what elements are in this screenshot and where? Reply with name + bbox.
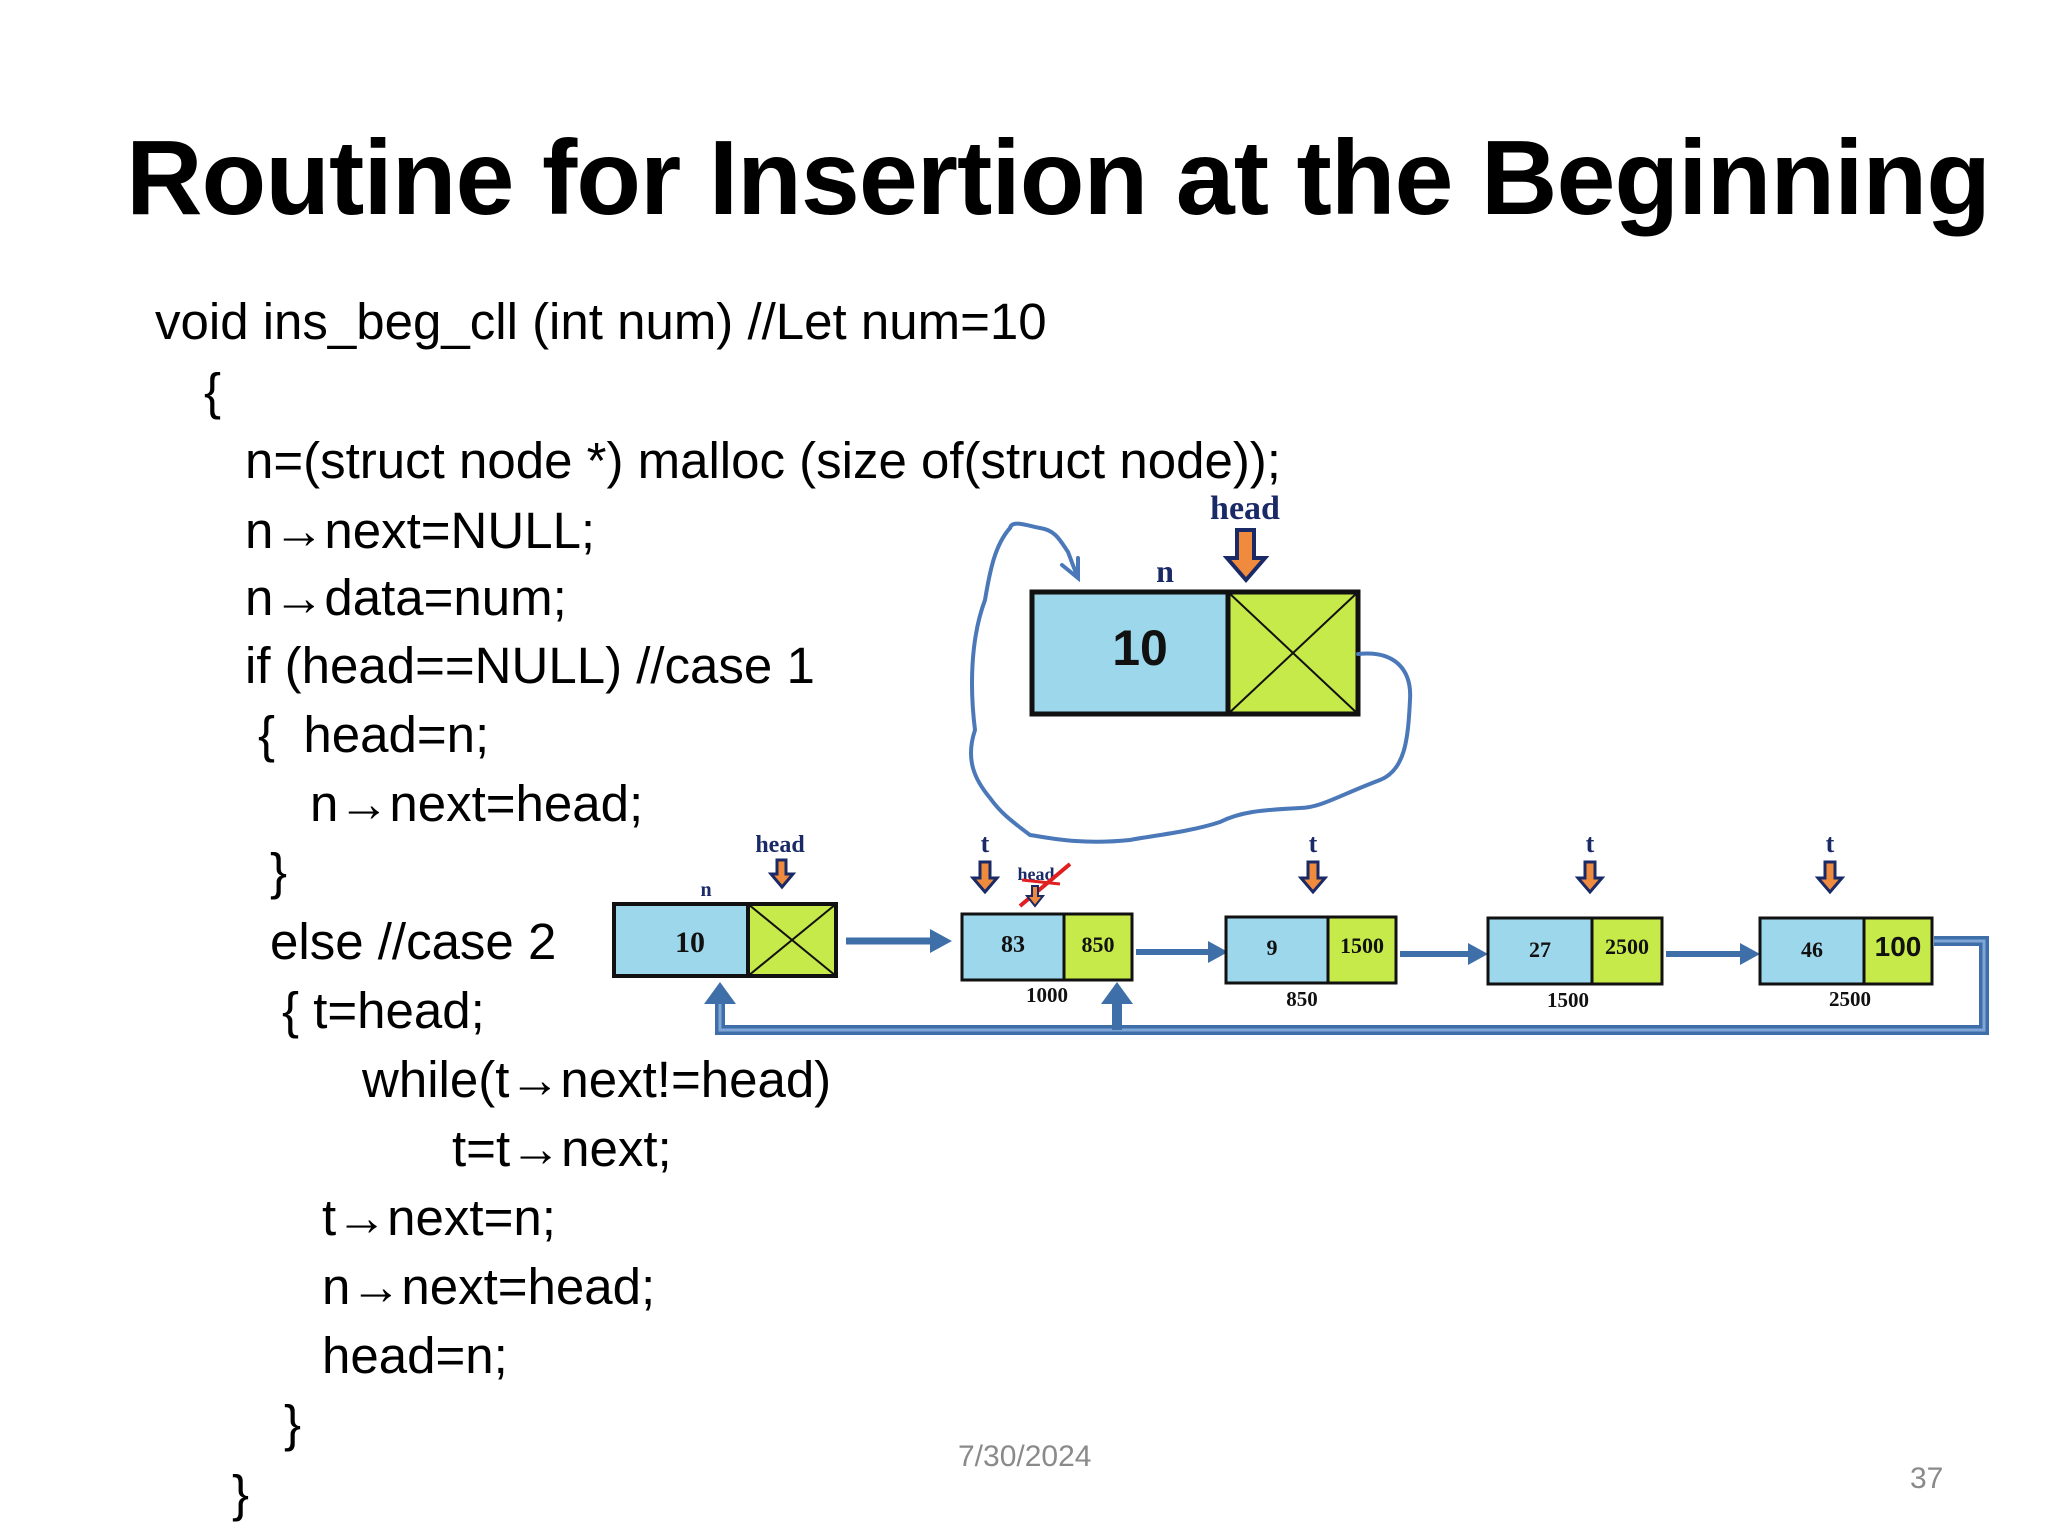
- t-pointer-icon: [1297, 860, 1329, 895]
- new-node: 10: [1029, 589, 1361, 717]
- self-loop-arrow: [969, 526, 1413, 844]
- strike-mark: [1021, 878, 1061, 886]
- node-next-value: 100: [1875, 931, 1922, 962]
- code-line: if (head==NULL) //case 1: [245, 637, 815, 694]
- node-data-cell: [612, 902, 750, 978]
- node-data-cell: [1029, 589, 1231, 717]
- t-pointer-label: t: [981, 829, 990, 858]
- code-line: }: [270, 843, 288, 900]
- code-line: n→next=head;: [310, 775, 644, 832]
- footer-date: 7/30/2024: [958, 1440, 1092, 1473]
- link-arrow: [1666, 943, 1760, 965]
- arrow-head-icon: [1060, 556, 1080, 583]
- code-line: head=n;: [322, 1327, 508, 1384]
- t-pointer-icon: [1574, 860, 1606, 895]
- null-cross-icon: [1227, 591, 1359, 715]
- code-line: }: [284, 1395, 302, 1452]
- node-next-cell: [1590, 916, 1664, 986]
- node-data-value: 9: [1267, 935, 1278, 960]
- code-line: else //case 2: [270, 913, 557, 970]
- self-loop-arrow: [1008, 521, 1080, 578]
- code-line: { head=n;: [258, 706, 490, 763]
- node-data-value: 46: [1801, 937, 1823, 962]
- node-next-cell: [1862, 916, 1934, 986]
- node-next-value: 2500: [1605, 934, 1649, 959]
- code-line: n→next=NULL;: [245, 502, 596, 559]
- code-line: {: [204, 363, 222, 420]
- code-line: t=t→next;: [452, 1120, 672, 1177]
- head-label: head: [1210, 490, 1280, 527]
- list-node: t 46 100 2500: [1758, 829, 1934, 1011]
- code-line: n=(struct node *) malloc (size of(struct…: [245, 432, 1281, 489]
- node-n-label: n: [700, 879, 711, 901]
- head-pointer-icon: [767, 858, 797, 890]
- node-n-label: n: [1156, 553, 1174, 589]
- node-value: 10: [675, 926, 705, 959]
- code-line: void ins_beg_cll (int num) //Let num=10: [155, 293, 1047, 350]
- node-value: 10: [1112, 620, 1168, 676]
- node-next-value: 850: [1082, 932, 1115, 957]
- null-cross-icon: [747, 903, 837, 977]
- list-node: t 27 2500 1500: [1486, 829, 1664, 1012]
- node-data-cell: [1486, 916, 1594, 986]
- t-pointer-icon: [969, 860, 1001, 895]
- head-pointer-icon: [1024, 885, 1046, 908]
- list-node: t 9 1500 850: [1224, 829, 1398, 1011]
- code-line: n→data=num;: [245, 569, 567, 626]
- head-pointer-icon: [1222, 528, 1270, 584]
- node-address: 2500: [1829, 987, 1871, 1011]
- link-arrow: [1400, 943, 1488, 965]
- code-line: while(t→next!=head): [362, 1051, 832, 1108]
- node-address: 1500: [1547, 988, 1589, 1012]
- t-pointer-icon: [1814, 860, 1846, 895]
- node-data-value: 83: [1001, 932, 1025, 958]
- node-address: 850: [1286, 987, 1318, 1011]
- node-next-value: 1500: [1340, 933, 1384, 958]
- node-address: 1000: [1026, 983, 1068, 1007]
- link-arrow: [1136, 941, 1228, 963]
- list-node: t 83 850 1000: [960, 829, 1134, 1007]
- node-data-cell: [1758, 916, 1866, 986]
- head-label: head: [755, 832, 805, 858]
- t-pointer-label: t: [1586, 829, 1595, 858]
- t-pointer-label: t: [1826, 829, 1835, 858]
- page-number: 37: [1910, 1462, 1944, 1495]
- link-arrow: [846, 929, 952, 953]
- code-line: { t=head;: [282, 982, 485, 1039]
- code-line: }: [232, 1465, 250, 1522]
- code-line: t→next=n;: [322, 1189, 556, 1246]
- circular-return-arrow: [704, 936, 1989, 1035]
- t-pointer-label: t: [1309, 829, 1318, 858]
- slide-title: Routine for Insertion at the Beginning: [126, 119, 1991, 237]
- node-next-cell: [1062, 912, 1134, 982]
- node-data-value: 27: [1529, 937, 1551, 962]
- code-line: n→next=head;: [322, 1258, 656, 1315]
- new-node: 10: [612, 902, 838, 978]
- node-next-cell: [1326, 915, 1398, 985]
